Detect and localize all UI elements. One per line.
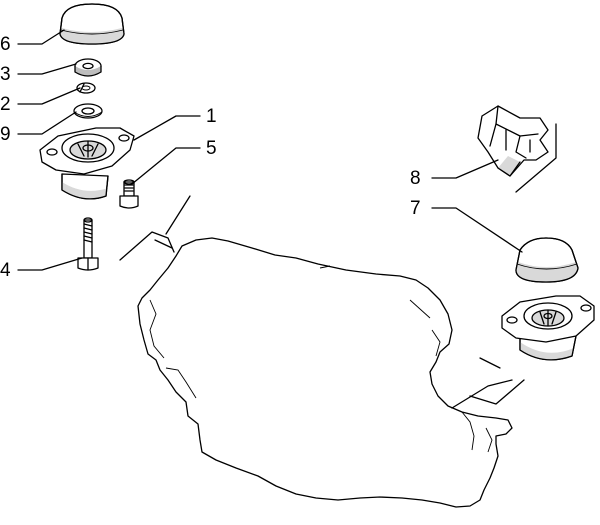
nut-3 xyxy=(74,58,102,77)
flat-washer-9 xyxy=(73,103,103,119)
callout-3: 3 xyxy=(0,64,11,85)
callout-1: 1 xyxy=(206,106,217,127)
bolt-5 xyxy=(119,179,139,209)
callout-9: 9 xyxy=(0,124,11,145)
callout-6: 6 xyxy=(0,34,11,55)
spring-washer-2 xyxy=(76,82,96,94)
bracket-clip-8 xyxy=(477,105,549,177)
rubber-cap-7 xyxy=(515,237,579,283)
right-mount-indicator xyxy=(451,357,525,409)
engine-block-outline xyxy=(137,237,513,508)
left-mount-indicator xyxy=(119,195,191,261)
right-bracket-line xyxy=(515,123,557,193)
callout-7: 7 xyxy=(410,198,421,219)
callout-4: 4 xyxy=(0,260,11,281)
stud-bolt-4 xyxy=(77,217,99,271)
callout-8: 8 xyxy=(410,168,421,189)
engine-mount-1 xyxy=(39,127,135,200)
engine-mount-right xyxy=(501,295,595,361)
callout-5: 5 xyxy=(206,138,217,159)
leader-lines xyxy=(17,29,523,271)
rubber-cap-6 xyxy=(59,3,125,45)
callout-2: 2 xyxy=(0,94,11,115)
